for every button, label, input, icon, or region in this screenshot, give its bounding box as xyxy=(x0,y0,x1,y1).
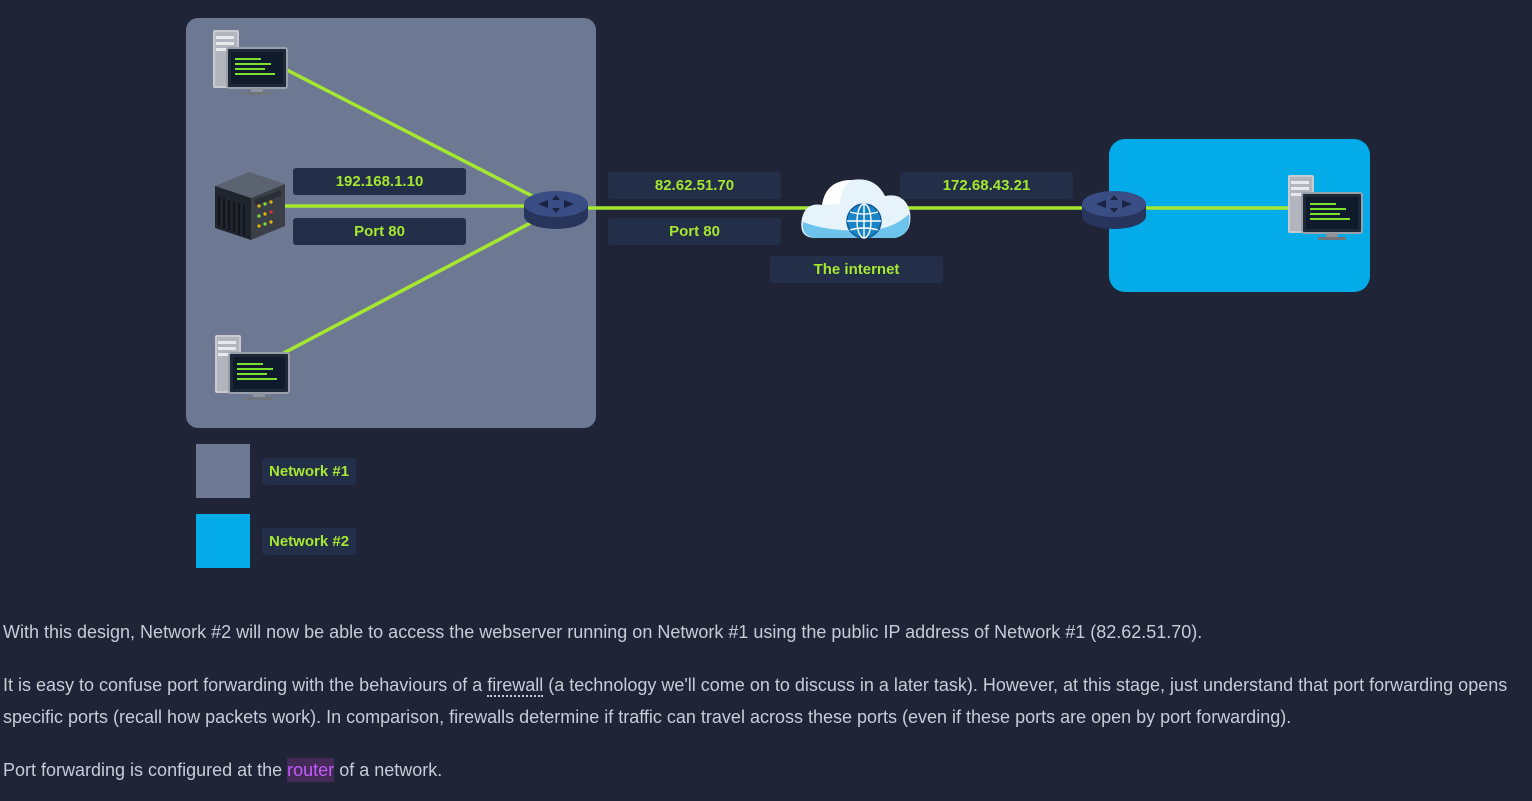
server-icon xyxy=(215,172,285,240)
local-port-label: Port 80 xyxy=(293,218,466,245)
network-links xyxy=(279,68,1295,357)
legend-label-network-2: Network #2 xyxy=(262,528,357,555)
paragraph-text: It is easy to confuse port forwarding wi… xyxy=(3,675,488,695)
paragraph-text: (a technology we'll come on to discuss i… xyxy=(3,675,1508,727)
internet-label: The internet xyxy=(770,256,943,283)
router-icon xyxy=(1082,191,1146,229)
public-ip-label: 82.62.51.70 xyxy=(608,172,781,199)
router-highlight[interactable]: router xyxy=(287,758,335,782)
paragraph-text: Port forwarding is configured at the xyxy=(3,760,288,780)
legend-label-network-1: Network #1 xyxy=(262,458,357,485)
firewall-term-link[interactable]: firewall xyxy=(487,675,544,697)
network-diagram: 192.168.1.10 Port 80 82.62.51.70 Port 80… xyxy=(186,18,1370,568)
cloud-globe-icon xyxy=(801,179,911,239)
legend-swatch-network-1 xyxy=(196,444,250,498)
local-ip-label: 192.168.1.10 xyxy=(293,168,466,195)
paragraph-router: Port forwarding is configured at the rou… xyxy=(3,754,1528,786)
paragraph-public-ip: With this design, Network #2 will now be… xyxy=(3,622,1203,642)
router-icon xyxy=(524,191,588,229)
legend-swatch-network-2 xyxy=(196,514,250,568)
paragraph-firewall: It is easy to confuse port forwarding wi… xyxy=(3,669,1528,733)
remote-ip-label: 172.68.43.21 xyxy=(900,172,1073,199)
public-port-label: Port 80 xyxy=(608,218,781,245)
paragraph-text: of a network. xyxy=(334,760,443,780)
